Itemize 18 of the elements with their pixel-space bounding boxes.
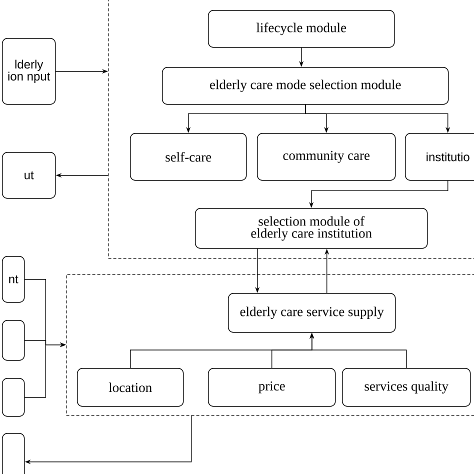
module-box: ut	[2, 152, 56, 199]
module-box: self-care	[130, 133, 247, 181]
module-box: selection module of elderly care institution	[195, 208, 428, 249]
empty-box	[2, 320, 25, 361]
dashed-frame	[108, 0, 474, 259]
module-box: institutio	[405, 133, 474, 181]
dashed-frame	[66, 274, 474, 416]
empty-box	[2, 433, 25, 474]
module-box: nt	[2, 256, 25, 303]
module-box: price	[208, 368, 336, 407]
module-box: elderly care service supply	[228, 293, 396, 333]
empty-box	[2, 378, 25, 417]
module-box: lderly ion nput	[2, 38, 56, 105]
module-box: services quality	[342, 368, 471, 407]
module-box: location	[77, 368, 184, 407]
module-box: community care	[257, 133, 396, 181]
module-box: lifecycle module	[208, 10, 395, 48]
module-box: elderly care mode selection module	[162, 67, 449, 105]
